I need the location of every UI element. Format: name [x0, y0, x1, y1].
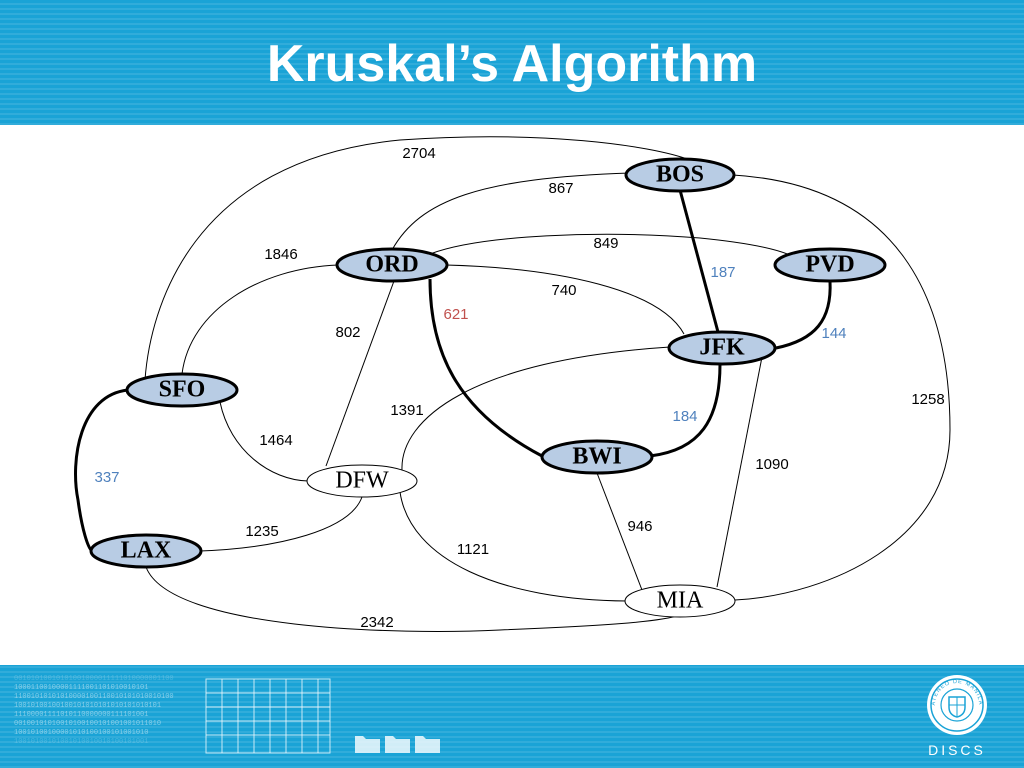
edge-jfk-mia [716, 356, 763, 588]
binary-line: 00100101010010100100101001001011010 [14, 720, 162, 728]
binary-line: 11001010101010000100110010101010010100 [14, 693, 174, 701]
edge-pvd-jfk [775, 280, 832, 350]
node-shape [306, 464, 418, 498]
edge-ord-jfk [445, 264, 685, 335]
edge-weight-dfw-mia: 1121 [457, 541, 489, 558]
edge-ord-pvd [429, 233, 793, 257]
node-label: SFO [159, 377, 206, 403]
node-shape [335, 247, 449, 283]
binary-line: 11100001111010110000000111101001 [14, 711, 149, 719]
folder-icons [355, 736, 440, 753]
graph-edges [74, 136, 951, 632]
node-bwi: BWI [540, 439, 654, 475]
discs-logo-text: DISCS [928, 742, 986, 758]
binary-line: 10010100100100101010101010101010101 [14, 702, 162, 710]
binary-line: 10001100100001111001101010010101 [14, 684, 149, 692]
edge-weight-sfo-ord: 1846 [264, 246, 297, 263]
node-label: DFW [335, 468, 389, 494]
edge-bos-mia [732, 174, 951, 601]
binary-line: 10010100101001010010010100101001 [14, 738, 149, 746]
edge-sfo-dfw [219, 401, 309, 482]
node-lax: LAX [89, 533, 203, 569]
edge-bos-jfk [678, 189, 720, 333]
edge-sfo-lax [74, 388, 129, 553]
edge-weight-sfo-bos: 2704 [402, 145, 435, 162]
edge-weight-jfk-bwi: 184 [672, 408, 697, 425]
edge-weight-ord-bos: 867 [548, 180, 573, 197]
slide-header: Kruskal’s Algorithm [0, 0, 1024, 125]
graph-diagram: 2704 867 849 1846 187 740 621 144 802 1391 184 1258… [74, 136, 951, 632]
edge-weight-bos-mia: 1258 [911, 391, 944, 408]
edge-weight-ord-pvd: 849 [593, 235, 618, 252]
node-shape [773, 247, 887, 283]
edge-ord-bwi [428, 278, 543, 458]
edge-dfw-jfk [401, 346, 671, 471]
edge-weight-dfw-jfk: 1391 [390, 402, 423, 419]
binary-line: 00101010010101001000011111010000001100 [14, 675, 174, 683]
edge-weight-ord-dfw: 802 [335, 324, 360, 341]
edge-sfo-ord [181, 264, 339, 375]
node-jfk: JFK [667, 330, 777, 366]
node-label: JFK [699, 335, 745, 361]
edge-weight-jfk-mia: 1090 [755, 456, 788, 473]
node-shape [624, 584, 736, 618]
node-pvd: PVD [773, 247, 887, 283]
node-label: BOS [656, 162, 704, 188]
edge-weight-ord-jfk: 740 [551, 282, 576, 299]
edge-lax-mia [145, 566, 681, 632]
node-shape [89, 533, 203, 569]
edge-weight-bwi-mia: 946 [627, 518, 652, 535]
node-shape [125, 372, 239, 408]
node-label: LAX [121, 538, 172, 564]
edge-weight-lax-dfw: 1235 [245, 523, 278, 540]
edge-bwi-mia [596, 472, 643, 591]
node-label: ORD [365, 252, 418, 278]
node-shape [624, 157, 736, 193]
edge-weight-bos-jfk: 187 [710, 264, 735, 281]
node-label: PVD [805, 252, 854, 278]
edge-ord-bos [391, 172, 631, 251]
university-seal-icon: ATENEO DE MANILA [927, 675, 987, 735]
edge-sfo-bos [144, 136, 691, 381]
edge-weight-ord-bwi: 621 [443, 306, 468, 323]
edge-dfw-mia [399, 491, 628, 602]
spreadsheet-decoration [205, 678, 331, 754]
edge-weight-labels: 2704 867 849 1846 187 740 621 144 802 1391 184 1258… [94, 145, 944, 631]
node-label: BWI [572, 444, 621, 470]
binary-line: 10010100100001010100100101001010 [14, 729, 149, 737]
node-label: MIA [657, 588, 704, 614]
edge-weight-pvd-jfk: 144 [821, 325, 846, 342]
node-shape [540, 439, 654, 475]
node-mia: MIA [624, 584, 736, 618]
node-sfo: SFO [125, 372, 239, 408]
edge-weight-sfo-lax: 337 [94, 469, 119, 486]
edge-ord-dfw [325, 280, 395, 467]
node-bos: BOS [624, 157, 736, 193]
node-shape [667, 330, 777, 366]
edge-weight-sfo-dfw: 1464 [259, 432, 292, 449]
edge-lax-dfw [199, 496, 363, 552]
edge-jfk-bwi [649, 363, 722, 458]
node-ord: ORD [335, 247, 449, 283]
slide-title: Kruskal’s Algorithm [266, 35, 758, 93]
graph-nodes: BOS ORD PVD JFK SFO BWI DFW LAX MIA [89, 157, 887, 618]
node-dfw: DFW [306, 464, 418, 498]
edge-weight-lax-mia: 2342 [360, 614, 393, 631]
